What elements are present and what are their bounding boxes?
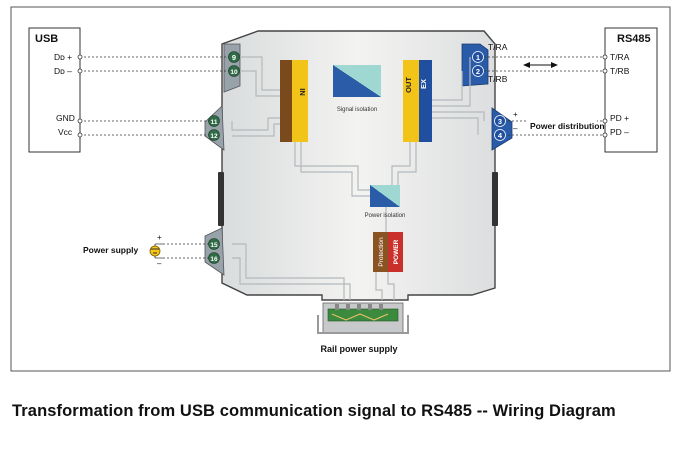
terminal-16: 16 bbox=[208, 252, 220, 264]
in-label: IN bbox=[298, 88, 307, 96]
svg-text:12: 12 bbox=[210, 133, 218, 140]
label-pd-minus-sign: – bbox=[513, 124, 518, 133]
svg-text:10: 10 bbox=[230, 69, 238, 76]
rs485-pin-tra: T/RA bbox=[610, 52, 630, 62]
battery-icon bbox=[149, 244, 161, 258]
out-label: OUT bbox=[404, 77, 413, 93]
bidirectional-arrow bbox=[523, 62, 558, 68]
svg-text:9: 9 bbox=[232, 53, 236, 62]
in-block-brown bbox=[280, 60, 292, 142]
rail-power-supply-label: Rail power supply bbox=[320, 344, 397, 354]
module-clip-right bbox=[492, 172, 498, 226]
diagram-caption: Transformation from USB communication si… bbox=[12, 402, 616, 420]
svg-text:15: 15 bbox=[210, 242, 218, 249]
power-distribution-label: Power distribution bbox=[530, 121, 605, 131]
wire-end-dots bbox=[77, 54, 608, 138]
rs485-device-box: RS485 T/RA T/RB PD + PD – bbox=[604, 27, 658, 153]
ex-block-blue bbox=[419, 60, 432, 142]
supply-plus-sign: + bbox=[157, 233, 162, 242]
svg-text:4: 4 bbox=[498, 131, 503, 140]
internal-circuit-lines bbox=[231, 56, 485, 300]
ex-label: EX bbox=[419, 79, 428, 89]
label-pd-plus-sign: + bbox=[513, 110, 518, 119]
usb-title: USB bbox=[35, 33, 58, 45]
terminal-2: 2 bbox=[472, 65, 484, 77]
usb-pin-vcc: Vcc bbox=[58, 127, 73, 137]
power-label: POWER bbox=[393, 239, 400, 264]
usb-pin-d-plus: Dᴅ + bbox=[54, 52, 72, 62]
signal-isolation-block bbox=[333, 65, 381, 97]
terminal-9: 9 bbox=[228, 51, 240, 63]
rs485-pin-pd-minus: PD – bbox=[610, 127, 629, 137]
terminal-11: 11 bbox=[208, 115, 220, 127]
terminal-15: 15 bbox=[208, 238, 220, 250]
power-distribution-label-bg bbox=[527, 120, 597, 131]
rs485-pin-pd-plus: PD + bbox=[610, 113, 629, 123]
svg-text:1: 1 bbox=[476, 53, 480, 62]
in-block-yellow bbox=[292, 60, 308, 142]
terminal-3: 3 bbox=[494, 115, 506, 127]
usb-pin-gnd: GND bbox=[56, 113, 75, 123]
terminal-10: 10 bbox=[228, 65, 240, 77]
terminal-4: 4 bbox=[494, 129, 506, 141]
power-isolation-block bbox=[370, 185, 400, 207]
rail-connector bbox=[317, 302, 409, 334]
rs485-title: RS485 bbox=[617, 33, 651, 45]
svg-text:11: 11 bbox=[211, 119, 218, 126]
usb-device-box: USB Dᴅ + Dᴅ – GND Vcc bbox=[28, 27, 81, 153]
usb-pin-d-minus: Dᴅ – bbox=[54, 66, 72, 76]
protection-block bbox=[373, 232, 388, 272]
label-tra: T/RA bbox=[488, 42, 508, 52]
power-supply-label: Power supply bbox=[83, 245, 139, 255]
terminal-housing-1-2 bbox=[461, 43, 489, 87]
svg-text:16: 16 bbox=[210, 256, 218, 263]
module-clip-left bbox=[218, 172, 224, 226]
power-block bbox=[388, 232, 403, 272]
svg-text:3: 3 bbox=[498, 117, 502, 126]
terminal-housing-15-16 bbox=[204, 227, 225, 276]
power-isolation-label: Power isolation bbox=[365, 213, 406, 219]
terminal-1: 1 bbox=[472, 51, 484, 63]
protection-label: Protection bbox=[378, 237, 385, 267]
svg-text:2: 2 bbox=[476, 67, 480, 76]
supply-minus-sign: – bbox=[157, 259, 162, 268]
outer-frame bbox=[10, 6, 671, 372]
signal-isolation-label: Signal isolation bbox=[337, 107, 377, 113]
rs485-pin-trb: T/RB bbox=[610, 66, 630, 76]
terminal-housing-3-4 bbox=[491, 107, 513, 151]
out-block-yellow bbox=[403, 60, 419, 142]
terminal-12: 12 bbox=[208, 129, 220, 141]
terminal-housing-11-12 bbox=[204, 105, 225, 151]
label-trb: T/RB bbox=[488, 74, 508, 84]
